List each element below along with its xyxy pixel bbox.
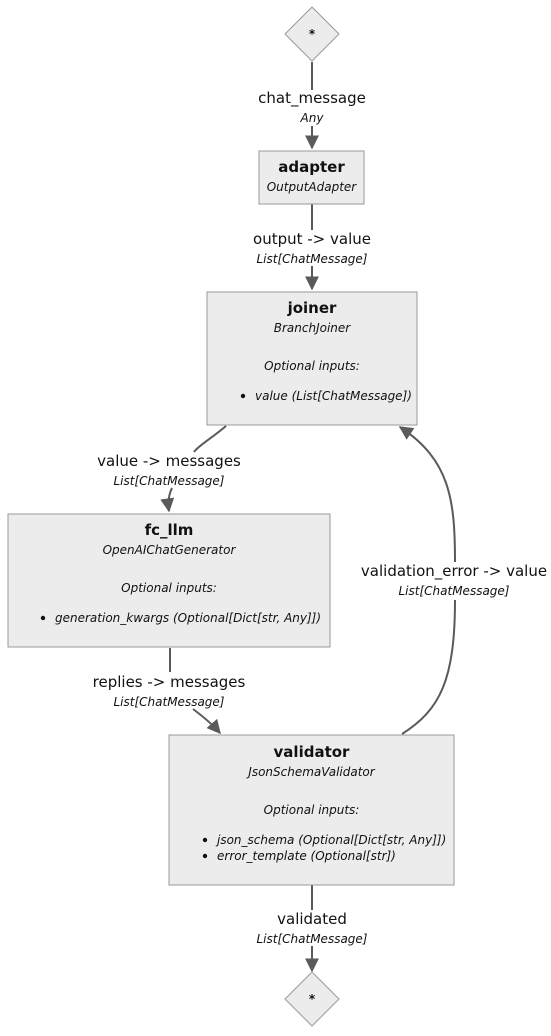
- node-joiner[interactable]: joiner BranchJoiner Optional inputs: val…: [206, 291, 418, 426]
- edge-label-text: validated: [277, 910, 347, 928]
- node-adapter-title: adapter: [278, 158, 345, 176]
- edge-label-adapter-to-joiner: output -> value List[ChatMessage]: [253, 230, 371, 266]
- edge-label-type: List[ChatMessage]: [114, 474, 225, 488]
- node-validator[interactable]: validator JsonSchemaValidator Optional i…: [168, 734, 455, 886]
- node-adapter-type: OutputAdapter: [267, 180, 358, 194]
- node-fc-llm-type: OpenAIChatGenerator: [103, 543, 237, 557]
- node-joiner-title: joiner: [287, 299, 337, 317]
- node-joiner-optional-label: Optional inputs:: [264, 359, 360, 373]
- edge-label-type: List[ChatMessage]: [257, 932, 368, 946]
- node-fc-llm-title: fc_llm: [145, 521, 194, 539]
- node-adapter[interactable]: adapter OutputAdapter: [258, 150, 365, 205]
- edge-label-text: value -> messages: [97, 452, 241, 470]
- node-fc-llm-optional-input: generation_kwargs (Optional[Dict[str, An…: [55, 611, 321, 625]
- edge-label-text: output -> value: [253, 230, 371, 248]
- edge-label-validator-to-joiner: validation_error -> value List[ChatMessa…: [361, 562, 547, 598]
- edge-label-text: replies -> messages: [93, 673, 246, 691]
- node-validator-optional-label: Optional inputs:: [264, 803, 360, 817]
- edge-label-start-to-adapter: chat_message Any: [258, 89, 366, 125]
- bullet: [202, 853, 208, 859]
- node-validator-title: validator: [274, 743, 351, 761]
- edge-fc-llm-to-validator: [169, 648, 220, 733]
- end-marker-label: *: [309, 992, 316, 1006]
- start-marker-label: *: [309, 27, 316, 41]
- node-fc-llm-optional-label: Optional inputs:: [121, 581, 217, 595]
- edge-label-fc-llm-to-validator: replies -> messages List[ChatMessage]: [93, 673, 246, 709]
- edge-label-text: chat_message: [258, 89, 366, 108]
- edge-joiner-to-fc-llm: [168, 425, 227, 511]
- node-fc-llm[interactable]: fc_llm OpenAIChatGenerator Optional inpu…: [7, 513, 331, 648]
- edge-label-validator-to-end: validated List[ChatMessage]: [257, 910, 368, 946]
- node-joiner-optional-input: value (List[ChatMessage]): [255, 389, 412, 403]
- edge-validator-to-joiner: [400, 427, 456, 735]
- edge-label-type: List[ChatMessage]: [114, 695, 225, 709]
- bullet: [40, 615, 46, 621]
- node-validator-type: JsonSchemaValidator: [246, 765, 375, 779]
- node-validator-optional-input-2: error_template (Optional[str]): [217, 849, 396, 863]
- edge-label-text: validation_error -> value: [361, 562, 547, 581]
- node-joiner-type: BranchJoiner: [274, 321, 352, 335]
- node-validator-optional-input-1: json_schema (Optional[Dict[str, Any]]): [215, 833, 446, 847]
- edge-label-joiner-to-fc-llm: value -> messages List[ChatMessage]: [97, 452, 241, 488]
- end-marker: *: [284, 971, 340, 1027]
- edge-label-type: List[ChatMessage]: [399, 584, 510, 598]
- edge-label-type: List[ChatMessage]: [257, 252, 368, 266]
- bullet: [240, 393, 246, 399]
- bullet: [202, 837, 208, 843]
- start-marker: *: [284, 6, 340, 62]
- edge-label-type: Any: [300, 111, 325, 125]
